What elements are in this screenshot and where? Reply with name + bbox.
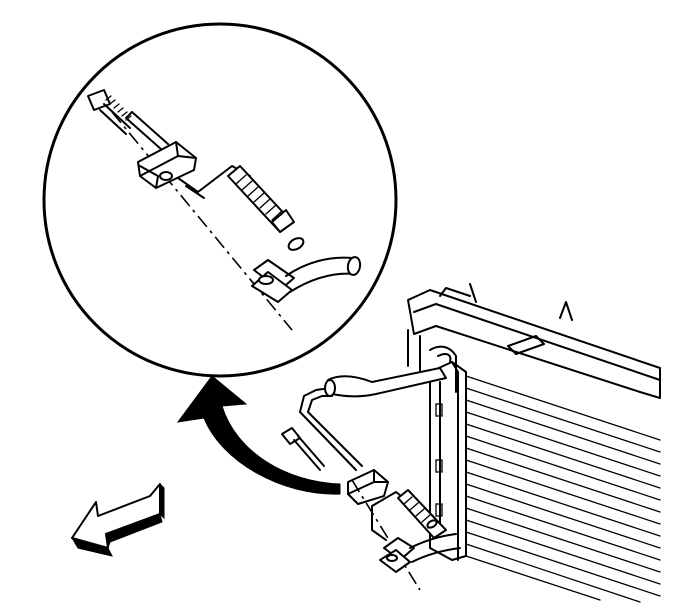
callout-arrow — [176, 375, 341, 495]
main-centerline — [351, 479, 421, 591]
detail-line-fitting — [227, 165, 295, 233]
detail-view — [42, 22, 398, 378]
detail-refrigerant-hose — [251, 256, 362, 303]
o-ring-seal — [426, 519, 438, 529]
bolt — [281, 427, 325, 471]
condenser-fins — [465, 375, 661, 603]
detail-magnifier-circle — [42, 22, 398, 378]
condenser — [407, 283, 661, 603]
detail-stud — [125, 111, 169, 151]
detail-centerline — [111, 111, 293, 331]
detail-line-clamp — [137, 141, 197, 189]
vehicle-front-arrow — [70, 482, 165, 557]
line-clamp — [347, 469, 389, 505]
detail-o-ring — [287, 237, 305, 251]
line-fitting — [371, 489, 447, 541]
refrigerant-hose — [379, 533, 461, 573]
detail-bolt — [87, 89, 132, 135]
refrigerant-line — [299, 345, 457, 471]
